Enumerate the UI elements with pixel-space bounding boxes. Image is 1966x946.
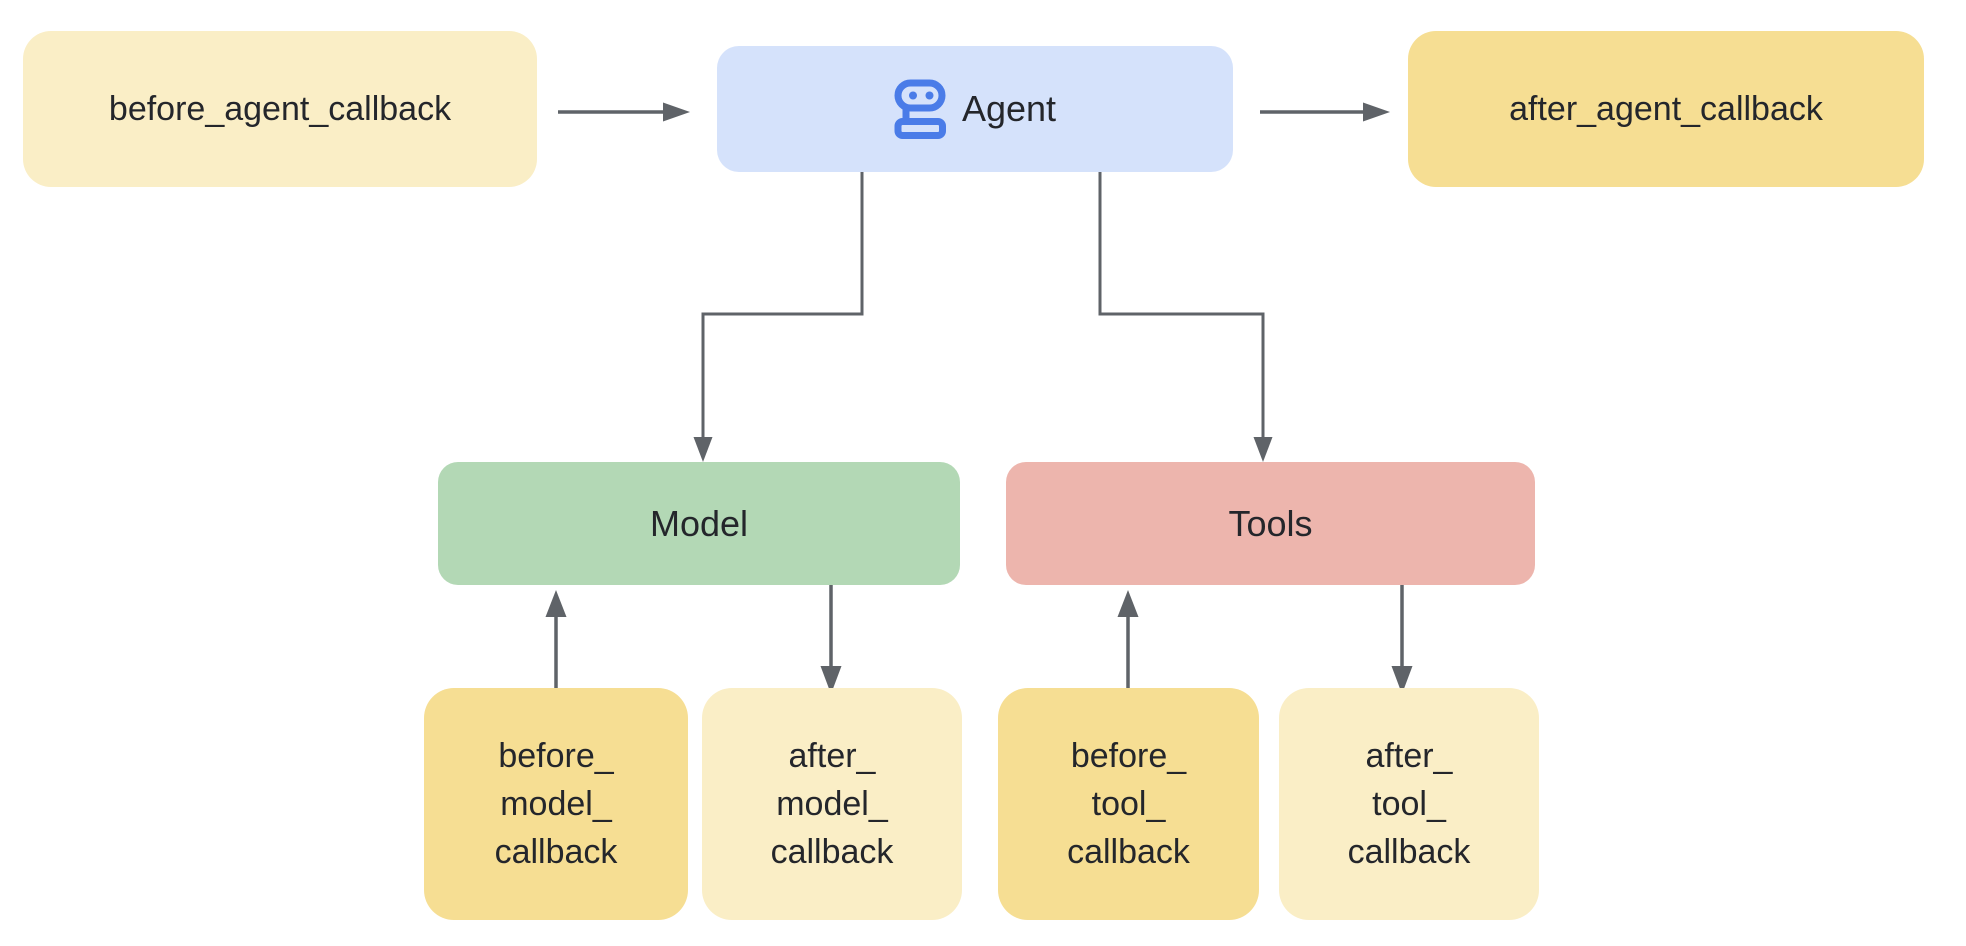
node-before-agent-callback: before_agent_callback bbox=[23, 31, 537, 187]
arrow-agent-to-after-agent bbox=[1260, 102, 1390, 122]
arrow-tools-to-after-tool bbox=[1391, 585, 1413, 694]
arrow-agent-to-tools bbox=[1098, 172, 1273, 462]
node-after-agent-callback: after_agent_callback bbox=[1408, 31, 1924, 187]
node-tools: Tools bbox=[1006, 462, 1535, 585]
node-after-agent-callback-label: after_agent_callback bbox=[1509, 89, 1823, 128]
node-before-tool-callback-label: before_ tool_ callback bbox=[1067, 736, 1190, 872]
node-before-model-callback-label: before_ model_ callback bbox=[494, 736, 618, 872]
arrow-before-tool-to-tools bbox=[1117, 590, 1139, 688]
node-after-model-callback-label: after_ model_ callback bbox=[770, 736, 894, 872]
robot-icon bbox=[894, 79, 946, 139]
arrow-before-model-to-model bbox=[545, 590, 567, 688]
node-before-model-callback: before_ model_ callback bbox=[424, 688, 688, 920]
node-after-tool-callback-label: after_ tool_ callback bbox=[1347, 736, 1471, 872]
node-model: Model bbox=[438, 462, 960, 585]
arrow-before-agent-to-agent bbox=[558, 102, 690, 122]
node-after-model-callback: after_ model_ callback bbox=[702, 688, 962, 920]
arrow-agent-to-model bbox=[693, 172, 864, 462]
arrow-model-to-after-model bbox=[820, 585, 842, 694]
node-agent-label: Agent bbox=[961, 88, 1057, 130]
node-agent: Agent bbox=[717, 46, 1233, 172]
node-model-label: Model bbox=[649, 502, 749, 544]
node-tools-label: Tools bbox=[1228, 502, 1313, 544]
node-before-agent-callback-label: before_agent_callback bbox=[108, 89, 452, 128]
node-before-tool-callback: before_ tool_ callback bbox=[998, 688, 1259, 920]
node-after-tool-callback: after_ tool_ callback bbox=[1279, 688, 1539, 920]
